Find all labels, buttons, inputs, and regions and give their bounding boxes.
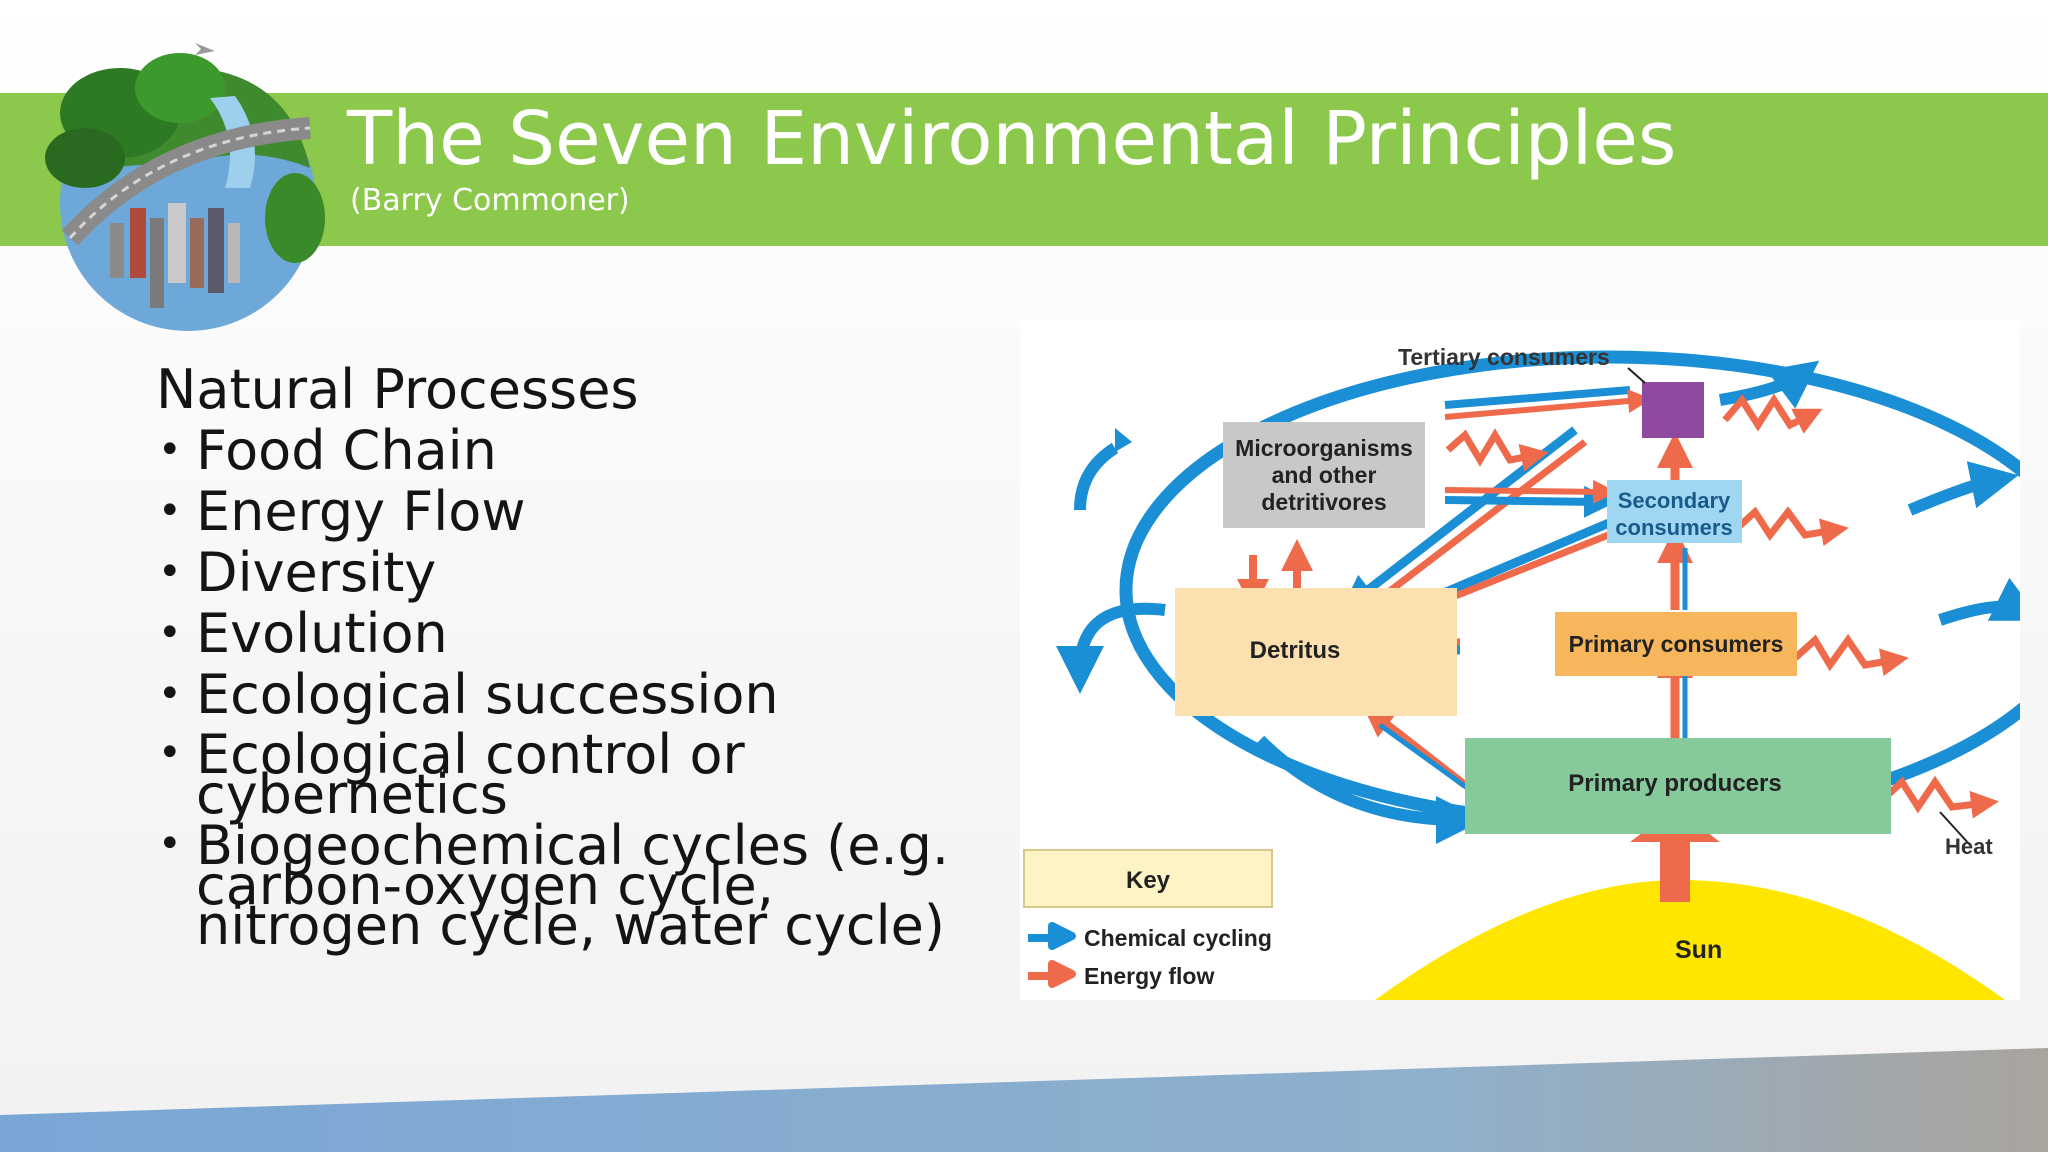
globe-illustration [45,43,325,331]
blue-arrow [1056,602,1166,694]
energy-flow-key-icon [1028,960,1076,988]
microorganisms-label-line1: Microorganisms [1235,435,1413,461]
chemical-cycling-key-label: Chemical cycling [1084,925,1272,951]
primary-producers-box [1465,738,1891,834]
bottom-band [0,1048,2048,1152]
secondary-consumers-box [1607,480,1742,543]
bullet-text: Ecological control or cybernetics [196,723,745,826]
microorganisms-box [1223,422,1425,528]
bullet-dot-icon: • [158,730,182,776]
bullet-item: • Diversity [156,542,1016,603]
bullet-item: • Energy Flow [156,481,1016,542]
blue-arrow [1378,722,1472,793]
bullet-text: Energy Flow [196,480,526,543]
bullet-item: • Evolution [156,603,1016,664]
tertiary-pointer-line [1627,367,1646,384]
bullet-text: Diversity [196,541,437,604]
blue-arrow [1719,360,1820,409]
cycle-arrowhead-icon [1115,428,1132,452]
tertiary-consumers-label: Tertiary consumers [1398,344,1610,370]
detritus-box [1175,588,1457,716]
bullet-dot-icon: • [158,549,182,595]
red-arrow [1444,389,1652,420]
bullet-text: Evolution [196,602,448,665]
bullet-dot-icon: • [158,610,182,656]
heat-zigzag [1445,428,1549,472]
bullet-item: •Ecological control or cybernetics [156,728,816,822]
heat-zigzag [1732,506,1849,547]
blue-arrow [1938,577,2020,626]
chemical-cycling-key-icon [1028,922,1076,950]
primary-consumers-box [1555,612,1797,676]
bullet-dot-icon: • [158,821,182,867]
title-band [0,93,2048,246]
blue-arrow [1074,442,1119,511]
detritus-label: Detritus [1250,637,1341,664]
tertiary-consumers-box [1642,382,1704,438]
sun-label: Sun [1675,936,1722,964]
energy-flow-key-label: Energy flow [1084,963,1214,989]
content-heading: Natural Processes [156,358,639,421]
bullet-item: •Biogeochemical cycles (e.g. carbon-oxyg… [156,819,1006,953]
primary-consumers-label: Primary consumers [1569,631,1784,657]
blue-arrow [1255,735,1484,844]
sun-shape [1375,880,2005,1000]
bullet-dot-icon: • [158,488,182,534]
bullet-dot-icon: • [158,671,182,717]
bullet-text: Food Chain [196,419,497,482]
microorganisms-label-line3: detritivores [1261,489,1386,515]
slide-title: The Seven Environmental Principles [347,96,1677,182]
slide-subtitle: (Barry Commoner) [350,183,630,218]
microorganisms-label-line2: and other [1272,462,1377,488]
key-title: Key [1126,867,1171,894]
bullet-item: • Ecological succession [156,664,1016,725]
key-box [1023,849,1273,908]
bullet-item: • Food Chain [156,420,1016,481]
heat-label: Heat [1945,834,1993,859]
bullet-text: Biogeochemical cycles (e.g. carbon-oxyge… [196,814,950,957]
blue-arrow [1907,461,2019,516]
secondary-consumers-label-line2: consumers [1615,515,1732,540]
bullet-dot-icon: • [158,427,182,473]
heat-zigzag [1792,633,1909,677]
red-arrow [1444,479,1617,504]
content-list: Natural Processes • Food Chain • Energy Fl… [156,360,1016,957]
bullet-text: Ecological succession [196,663,779,726]
secondary-consumers-label-line1: Secondary [1618,488,1731,513]
ecosystem-diagram: Sun [1020,320,2020,1000]
heat-pointer-line [1939,811,1971,846]
blue-arrow [1444,485,1616,518]
primary-producers-label: Primary producers [1568,770,1781,797]
bullet-list: • Food Chain • Energy Flow • Diversity • Evo… [156,420,1016,953]
blue-arrow [1444,386,1631,409]
heat-zigzag [1722,393,1823,434]
heat-zigzag [1879,775,1999,819]
